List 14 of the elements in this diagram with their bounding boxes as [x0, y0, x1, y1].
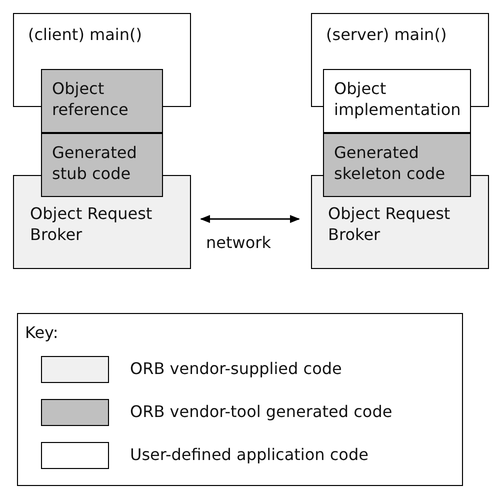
skeleton-code-box: Generated skeleton code — [323, 133, 471, 197]
object-implementation-box: Object implementation — [323, 69, 471, 133]
legend-text: User-defined application code — [130, 445, 368, 464]
broker-box: Object Request Broker — [311, 197, 489, 269]
main-program-box: (server) main() — [311, 13, 489, 69]
legend-text: ORB vendor-supplied code — [130, 359, 342, 378]
double-arrow — [200, 215, 300, 223]
stub-code-box: Generated stub code — [41, 133, 163, 197]
legend-title: Key: — [25, 323, 58, 342]
edge-label: network — [206, 233, 271, 252]
legend-text: ORB vendor-tool generated code — [130, 402, 392, 421]
broker-box: Object Request Broker — [13, 197, 191, 269]
main-program-box: (client) main() — [13, 13, 191, 69]
object-reference-box: Object reference — [41, 69, 163, 133]
